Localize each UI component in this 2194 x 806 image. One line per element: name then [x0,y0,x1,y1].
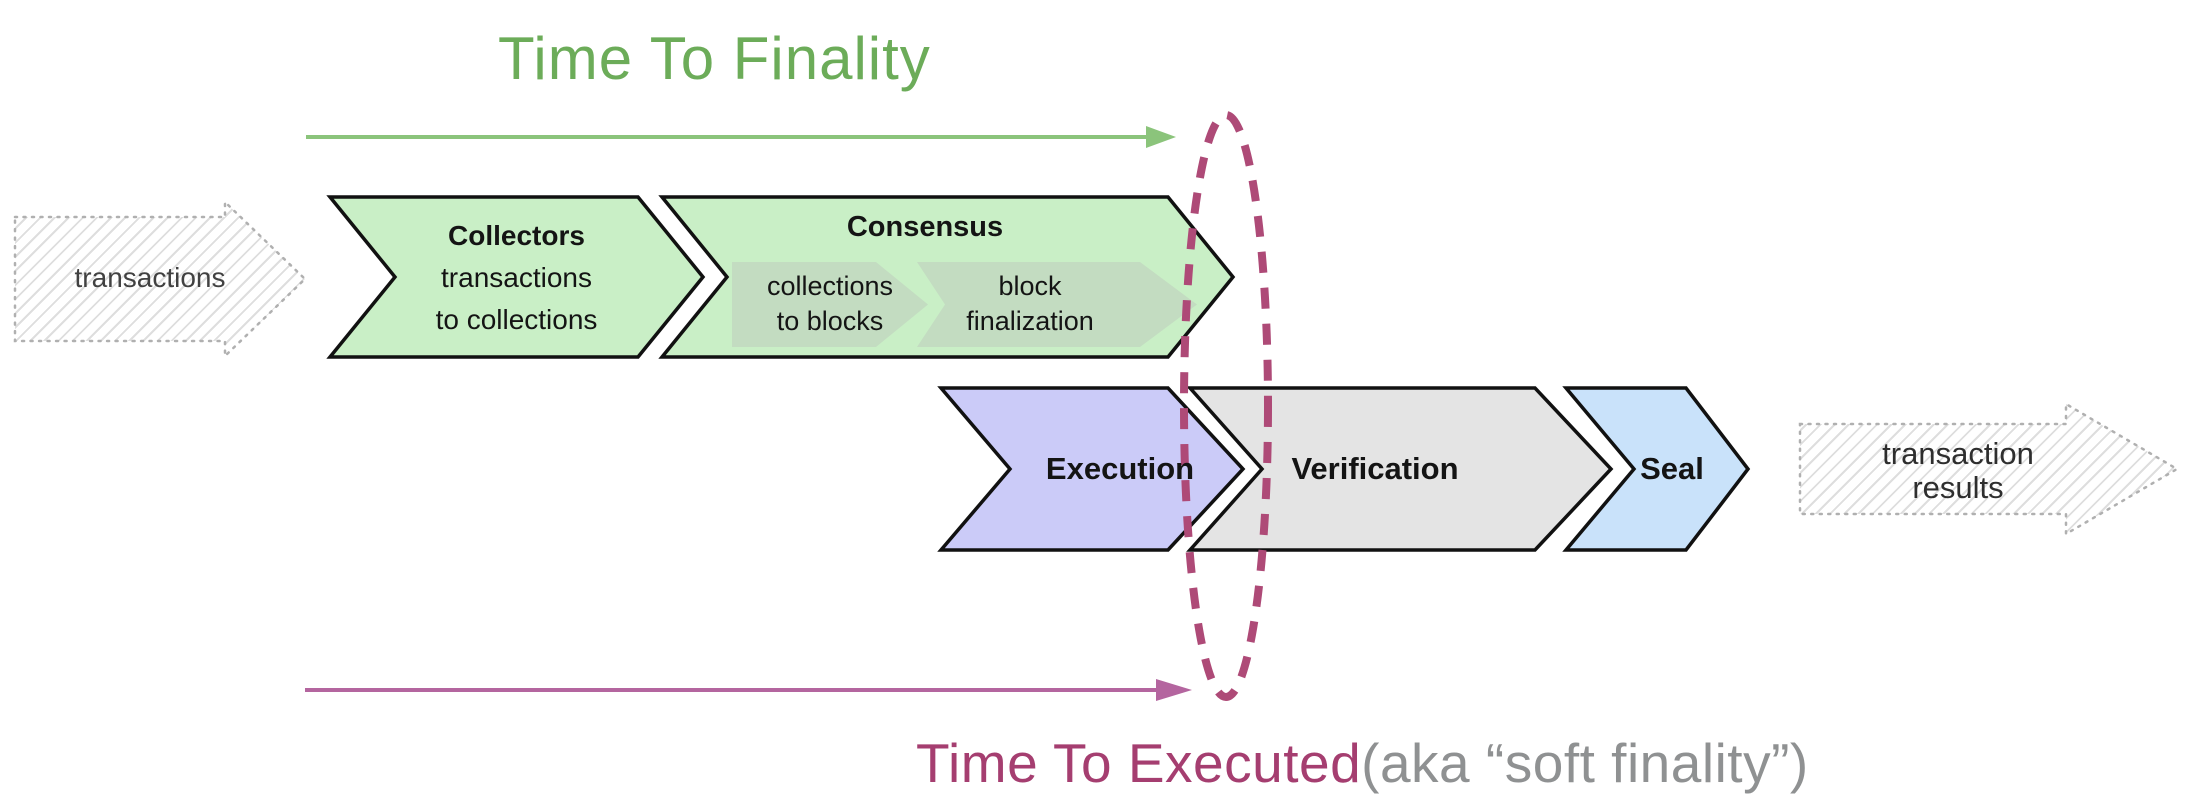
sub1-line2: to blocks [776,306,884,336]
results-line1: transaction [1882,436,2034,471]
execution-label: Execution [1045,451,1195,486]
verification-chevron [1186,386,1614,552]
time-to-executed-arrow [305,679,1192,701]
collections-to-blocks-subchevron [732,262,928,347]
time-to-executed-suffix: (aka “soft finality”) [1361,732,1809,794]
sub2-line2: finalization [966,306,1094,336]
transaction-results-arrow [1798,401,2180,537]
time-to-executed-title: Time To Executed (aka “soft finality”) [916,728,2076,798]
block-finalization-label: block finalization [935,260,1125,348]
time-to-finality-arrow [306,126,1176,148]
sub2-line1: block [998,271,1062,301]
results-line2: results [1912,470,2004,505]
collectors-line2: to collections [435,304,598,335]
sub1-line1: collections [766,271,894,301]
collectors-chevron [326,195,706,359]
verification-label: Verification [1291,451,1459,486]
collectors-title: Collectors [448,220,585,251]
seal-chevron [1562,386,1751,552]
time-to-executed-main: Time To Executed [916,732,1362,794]
collectors-line1: transactions [441,262,592,293]
collections-to-blocks-label: collections to blocks [732,260,928,348]
execution-chevron [937,386,1246,552]
time-to-finality-title: Time To Finality [498,24,931,92]
block-finalization-subchevron [917,262,1197,347]
transaction-results-label: transaction results [1843,437,2073,509]
consensus-title: Consensus [846,210,1004,243]
transactions-input-arrow [13,199,307,359]
transactions-label: transactions [74,262,226,293]
seal-label: Seal [1640,451,1704,486]
collectors-label: Collectors transactions to collections [395,203,638,353]
soft-finality-ellipse [1180,111,1272,701]
